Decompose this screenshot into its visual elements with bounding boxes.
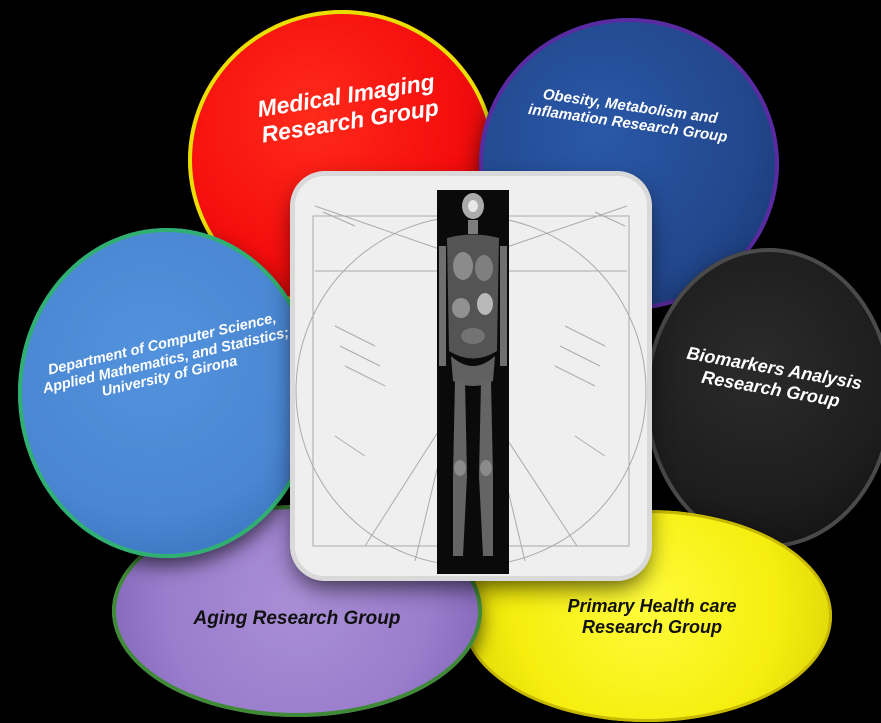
department-computer-science-label: Department of Computer Science, Applied … <box>34 307 299 414</box>
vitruvian-mri-image <box>295 176 647 576</box>
aging-group-label: Aging Research Group <box>152 608 442 630</box>
primary-health-care-group-label: Primary Health care Research Group <box>532 596 772 637</box>
biomarkers-group-label: Biomarkers Analysis Research Group <box>663 340 881 418</box>
obesity-metabolism-group-label: Obesity, Metabolism and inflamation Rese… <box>508 81 750 149</box>
vitruvian-man-icon <box>295 176 647 576</box>
medical-imaging-group-label: Medical Imaging Research Group <box>230 64 465 152</box>
biomarkers-group-ellipse: Biomarkers Analysis Research Group <box>645 248 881 548</box>
department-computer-science-ellipse: Department of Computer Science, Applied … <box>18 228 316 558</box>
